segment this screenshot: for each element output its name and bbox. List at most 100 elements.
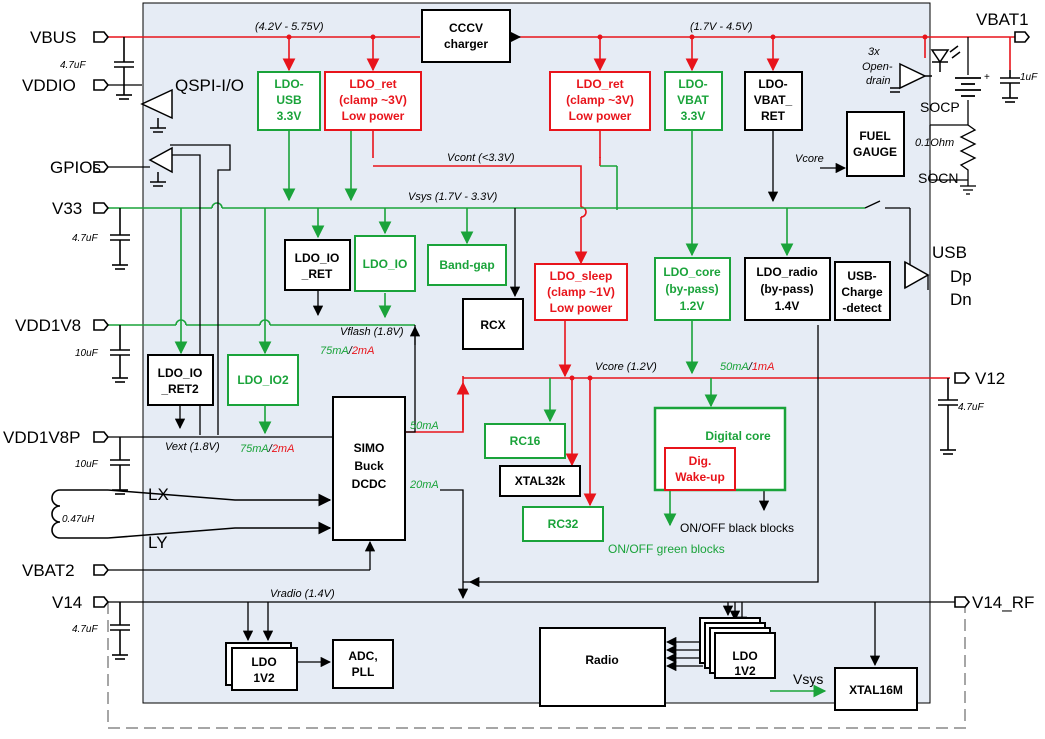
block-ldo-core: LDO_core (by-pass) 1.2V: [654, 257, 731, 321]
block-ldo-1v2-right: LDO 1V2: [699, 617, 776, 679]
legend-black: ON/OFF black blocks: [680, 521, 794, 535]
svg-text:20mA: 20mA: [409, 479, 439, 491]
pin-vbat2: VBAT2: [22, 561, 75, 580]
svg-text:Vcont (<3.3V): Vcont (<3.3V): [447, 152, 515, 164]
svg-text:Wake-up: Wake-up: [675, 470, 725, 484]
pin-dn: Dn: [950, 290, 972, 309]
gpio-buffer-icon: [148, 146, 173, 187]
block-xtal16m: XTAL16M: [834, 667, 918, 711]
svg-text:(by-pass): (by-pass): [760, 282, 813, 296]
pin-dp: Dp: [950, 267, 972, 286]
svg-text:LDO: LDO: [732, 649, 757, 663]
svg-text:Vcore (1.2V): Vcore (1.2V): [595, 361, 657, 373]
block-band-gap: Band-gap: [427, 244, 507, 286]
svg-text:LDO_sleep: LDO_sleep: [550, 269, 613, 283]
block-ldo-ret-1: LDO_ret (clamp ~3V) Low power: [324, 71, 422, 131]
svg-text:Charge: Charge: [841, 285, 883, 299]
block-fuel-gauge: FUEL GAUGE: [846, 111, 905, 177]
pin-vbus: VBUS: [30, 28, 76, 47]
svg-text:50mA/1mA: 50mA/1mA: [720, 361, 774, 373]
svg-text:4.7uF: 4.7uF: [72, 233, 98, 244]
pin-v14: V14: [52, 593, 82, 612]
block-ldo-usb: LDO- USB 3.3V: [257, 71, 321, 131]
svg-text:Low power: Low power: [569, 109, 632, 123]
svg-text:_RET: _RET: [301, 267, 333, 281]
capacitor-icons: [110, 37, 1020, 660]
svg-text:SIMO: SIMO: [354, 441, 385, 455]
svg-text:charger: charger: [444, 37, 488, 51]
svg-text:Dig.: Dig.: [689, 454, 712, 468]
svg-text:XTAL32k: XTAL32k: [515, 474, 566, 488]
pin-v33: V33: [52, 199, 82, 218]
block-usb-charge-detect: USB- Charge -detect: [834, 261, 891, 321]
svg-text:LDO_IO: LDO_IO: [363, 257, 408, 271]
svg-text:GAUGE: GAUGE: [853, 145, 897, 159]
red-supply-lines: [108, 36, 1015, 507]
svg-text:Band-gap: Band-gap: [439, 258, 494, 272]
block-ldo-radio: LDO_radio (by-pass) 1.4V: [744, 257, 831, 321]
svg-text:(clamp ~1V): (clamp ~1V): [547, 285, 615, 299]
legend: ON/OFF black blocks ON/OFF green blocks: [608, 521, 794, 556]
svg-text:Vsys (1.7V - 3.3V): Vsys (1.7V - 3.3V): [408, 191, 498, 203]
svg-text:1.2V: 1.2V: [680, 299, 705, 313]
block-adc-pll: ADC, PLL: [332, 639, 394, 689]
svg-text:+: +: [984, 72, 990, 83]
pin-socp: SOCP: [920, 99, 960, 115]
block-cccv-charger: CCCV charger: [421, 9, 511, 63]
capacitor-labels: 4.7uF 4.7uF 10uF 10uF 4.7uF 1uF 4.7uF 0.…: [60, 60, 1038, 635]
led-icon: [930, 45, 961, 72]
svg-text:Buck: Buck: [354, 459, 384, 473]
svg-text:Vradio (1.4V): Vradio (1.4V): [270, 588, 335, 600]
svg-text:Vext (1.8V): Vext (1.8V): [165, 441, 220, 453]
svg-text:3.3V: 3.3V: [681, 109, 706, 123]
svg-text:Low power: Low power: [550, 301, 613, 315]
svg-text:1V2: 1V2: [253, 671, 275, 685]
qspi-buffer-icon: [140, 88, 173, 133]
block-ldo-io-ret: LDO_IO _RET: [284, 239, 351, 291]
svg-text:-detect: -detect: [842, 301, 881, 315]
pin-vdd1v8p: VDD1V8P: [3, 428, 80, 447]
rail-annotations: (4.2V - 5.75V) (1.7V - 4.5V) Vcont (<3.3…: [165, 21, 954, 687]
svg-text:(clamp ~3V): (clamp ~3V): [339, 93, 407, 107]
svg-text:Low power: Low power: [342, 109, 405, 123]
svg-text:USB-: USB-: [847, 269, 876, 283]
pin-ly: LY: [148, 533, 168, 552]
pin-vdd1v8: VDD1V8: [15, 316, 81, 335]
svg-text:DCDC: DCDC: [352, 477, 387, 491]
svg-text:0.47uH: 0.47uH: [62, 514, 95, 525]
block-xtal32k: XTAL32k: [499, 465, 581, 497]
green-supply-lines: [108, 130, 865, 698]
svg-text:CCCV: CCCV: [449, 21, 483, 35]
block-ldo-io-ret2: LDO_IO _RET2: [147, 354, 214, 406]
svg-text:RCX: RCX: [480, 318, 505, 332]
pin-gpios: GPIOs: [50, 158, 101, 177]
svg-text:Vflash (1.8V): Vflash (1.8V): [340, 326, 404, 338]
block-ldo-io: LDO_IO: [354, 235, 416, 292]
svg-text:1.4V: 1.4V: [775, 299, 800, 313]
svg-text:4.7uF: 4.7uF: [60, 60, 86, 71]
svg-text:10uF: 10uF: [75, 459, 99, 470]
pin-socn: SOCN: [918, 170, 958, 186]
block-rc32: RC32: [522, 506, 604, 542]
svg-text:drain: drain: [866, 75, 890, 87]
svg-text:RC32: RC32: [548, 517, 579, 531]
svg-text:(4.2V - 5.75V): (4.2V - 5.75V): [255, 21, 324, 33]
junction-dots: [286, 34, 928, 381]
block-simo-buck-dcdc: SIMO Buck DCDC: [332, 396, 406, 541]
inductor-icon: [51, 489, 332, 539]
svg-text:1uF: 1uF: [1020, 72, 1038, 83]
block-radio: Radio: [539, 627, 666, 707]
svg-text:_RET2: _RET2: [160, 382, 199, 396]
svg-text:(by-pass): (by-pass): [665, 282, 718, 296]
svg-text:LDO: LDO: [251, 655, 276, 669]
block-ldo-io2: LDO_IO2: [227, 354, 299, 406]
svg-text:(clamp ~3V): (clamp ~3V): [566, 93, 634, 107]
svg-text:75mA/2mA: 75mA/2mA: [240, 443, 294, 455]
svg-text:1V2: 1V2: [734, 664, 756, 678]
svg-text:3.3V: 3.3V: [277, 109, 302, 123]
svg-text:Vsys: Vsys: [793, 671, 823, 687]
svg-text:LDO_ret: LDO_ret: [576, 77, 623, 91]
battery-icon: [955, 77, 981, 97]
usb-buffer-icon: [904, 260, 930, 290]
